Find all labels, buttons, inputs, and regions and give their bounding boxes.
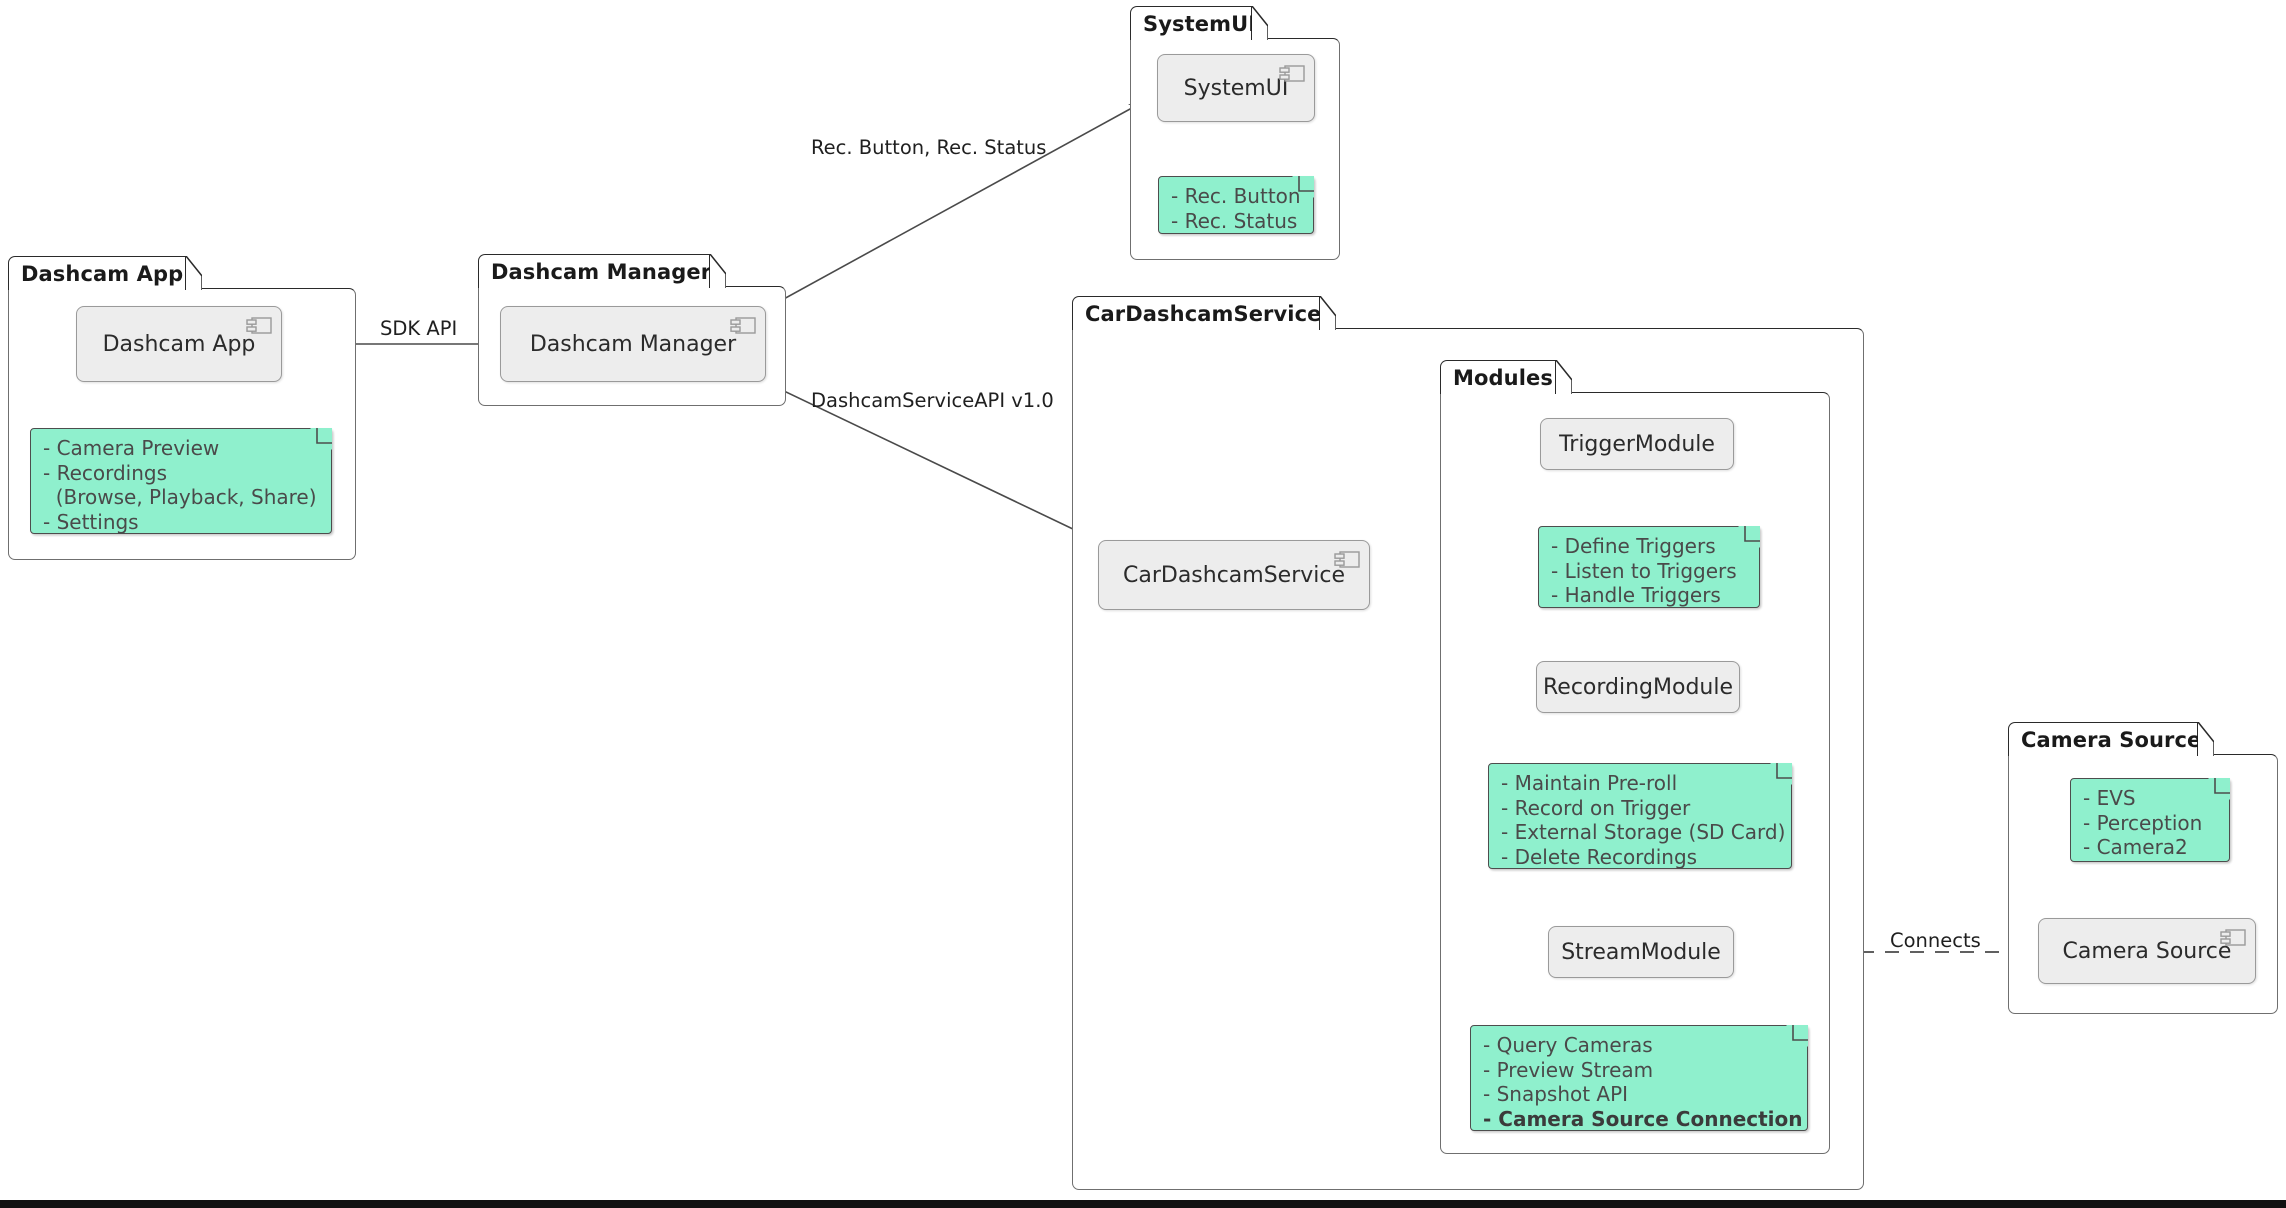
component-systemui[interactable]: SystemUI [1157,54,1315,122]
component-label: Dashcam Manager [529,331,737,357]
package-tab: Dashcam App [8,256,186,290]
component-streammodule[interactable]: StreamModule [1548,926,1734,978]
note-dashcam-app: - Camera Preview- Recordings (Browse, Pl… [30,428,332,534]
package-tab: CarDashcamService [1072,296,1321,330]
package-tab-corner [1252,6,1268,40]
note-fold-icon [1786,1025,1808,1047]
note-fold-icon [1770,763,1792,785]
edge-rec-button-status [739,102,1142,324]
note-text: - Rec. Button- Rec. Status [1171,184,1301,233]
component-dashcam-manager[interactable]: Dashcam Manager [500,306,766,382]
note-text: - Camera Preview- Recordings (Browse, Pl… [43,436,317,534]
component-recordingmodule[interactable]: RecordingModule [1536,661,1740,713]
component-icon [1334,551,1360,568]
note-triggermodule: - Define Triggers- Listen to Triggers- H… [1538,526,1760,608]
note-text: - EVS- Perception- Camera2 [2083,786,2203,859]
note-fold-icon [2208,778,2230,800]
component-label: Camera Source [2062,938,2232,964]
component-label: TriggerModule [1559,431,1715,457]
bottom-bar [0,1200,2286,1208]
note-recordingmodule: - Maintain Pre-roll- Record on Trigger- … [1488,763,1792,869]
note-systemui: - Rec. Button- Rec. Status [1158,176,1314,234]
edge-label-dashcamserviceapi: DashcamServiceAPI v1.0 [811,389,1054,412]
package-tab-corner [2198,722,2214,756]
note-camera-source: - EVS- Perception- Camera2 [2070,778,2230,862]
edge-label-connects: Connects [1890,929,1981,952]
component-triggermodule[interactable]: TriggerModule [1540,418,1734,470]
note-fold-icon [310,428,332,450]
component-icon [730,317,756,334]
component-label: SystemUI [1183,75,1289,101]
component-label: RecordingModule [1542,674,1734,700]
component-camera-source[interactable]: Camera Source [2038,918,2256,984]
package-tab-corner [1556,360,1572,394]
note-text: - Query Cameras- Preview Stream- Snapsho… [1483,1033,1803,1131]
note-fold-icon [1738,526,1760,548]
edge-label-rec-button-status: Rec. Button, Rec. Status [811,136,1047,159]
component-dashcam-app[interactable]: Dashcam App [76,306,282,382]
component-label: StreamModule [1561,939,1721,965]
component-icon [2220,929,2246,946]
package-tab: Modules [1440,360,1556,394]
package-tab: SystemUI [1130,6,1256,40]
component-label: CarDashcamService [1122,562,1346,588]
note-streammodule: - Query Cameras- Preview Stream- Snapsho… [1470,1025,1808,1131]
package-tab-corner [710,254,726,288]
note-text: - Define Triggers- Listen to Triggers- H… [1551,534,1737,607]
component-label: Dashcam App [102,331,256,357]
package-tab: Camera Source [2008,722,2201,756]
component-icon [246,317,272,334]
note-fold-icon [1292,176,1314,198]
package-tab-corner [186,256,202,290]
package-tab: Dashcam Manager [478,254,711,288]
component-icon [1279,65,1305,82]
component-cardashcamservice[interactable]: CarDashcamService [1098,540,1370,610]
edge-label-sdk-api: SDK API [380,317,458,340]
note-text: - Maintain Pre-roll- Record on Trigger- … [1501,771,1786,869]
package-tab-corner [1320,296,1336,330]
edge-dashcamserviceapi [739,369,1099,542]
